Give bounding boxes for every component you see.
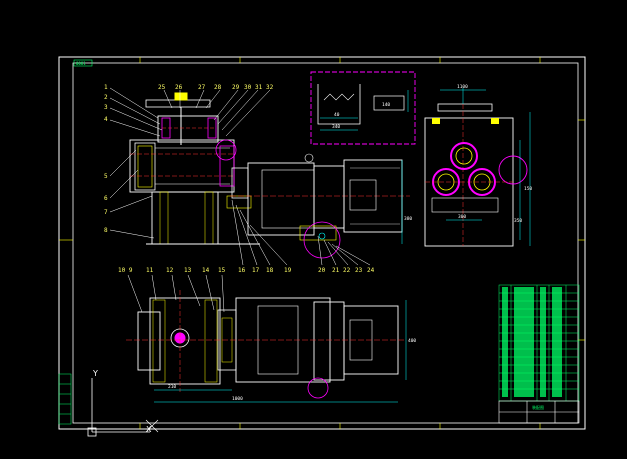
dim-plan-h: 400	[408, 338, 416, 344]
part-10-9: 10 9	[118, 267, 133, 274]
svg-text:Y: Y	[92, 369, 98, 378]
title-block-caption: 装配图	[532, 404, 544, 410]
part-32: 32	[266, 84, 274, 91]
part-26: 26	[175, 84, 183, 91]
part-15: 15	[218, 267, 226, 274]
dim-plan-len1: 210	[168, 384, 176, 390]
part-16: 16	[238, 267, 246, 274]
leaders-plan	[127, 274, 225, 313]
part-2: 2	[104, 94, 108, 101]
parts-list-table	[498, 284, 580, 402]
part-4: 4	[104, 116, 108, 123]
part-19: 19	[284, 267, 292, 274]
leaders-mid	[231, 199, 371, 266]
part-12: 12	[166, 267, 174, 274]
svg-text:X: X	[146, 425, 152, 434]
part-8: 8	[104, 227, 108, 234]
part-5: 5	[104, 173, 108, 180]
part-30: 30	[244, 84, 252, 91]
part-31: 31	[255, 84, 263, 91]
dim-detail-h: 140	[382, 102, 390, 108]
dim-right-bottom: 300	[458, 214, 466, 220]
part-23: 23	[355, 267, 363, 274]
part-29: 29	[232, 84, 240, 91]
title-tag: 0001	[76, 61, 86, 66]
ucs-axis-icon: Y X	[87, 369, 152, 437]
plan-view: 400 210 1000	[126, 290, 416, 403]
part-1: 1	[104, 84, 108, 91]
frame-ticks	[59, 57, 585, 429]
front-view: 380	[129, 92, 412, 259]
part-17: 17	[252, 267, 260, 274]
dim-detail-w1: 40	[334, 112, 340, 118]
part-11: 11	[146, 267, 154, 274]
part-14: 14	[202, 267, 210, 274]
part-7: 7	[104, 209, 108, 216]
part-25: 25	[158, 84, 166, 91]
part-18: 18	[266, 267, 274, 274]
part-27: 27	[198, 84, 206, 91]
dim-plan-len2: 1000	[232, 396, 243, 402]
leaders-left	[109, 149, 155, 239]
side-view: 1100 350 150 300	[424, 84, 532, 247]
leaders-top	[109, 87, 271, 137]
part-28: 28	[214, 84, 222, 91]
revision-strip	[58, 373, 72, 425]
part-21: 21	[332, 267, 340, 274]
dim-right-side: 350	[514, 218, 522, 224]
dim-right-side2: 150	[524, 186, 532, 192]
part-6: 6	[104, 195, 108, 202]
dim-detail-w2: 340	[332, 124, 340, 130]
part-20: 20	[318, 267, 326, 274]
dim-right-top: 1100	[457, 84, 468, 90]
detail-view: 40 340 140	[310, 71, 416, 145]
outer-frame	[58, 56, 586, 430]
part-13: 13	[184, 267, 192, 274]
part-24: 24	[367, 267, 375, 274]
part-22: 22	[343, 267, 351, 274]
title-tag-box	[73, 59, 93, 67]
title-block	[498, 400, 580, 424]
parts-list-fill	[502, 287, 562, 397]
crosshair-cursor-icon	[145, 419, 159, 433]
inner-frame	[72, 62, 579, 424]
part-3: 3	[104, 104, 108, 111]
dim-front-height: 380	[404, 216, 412, 222]
